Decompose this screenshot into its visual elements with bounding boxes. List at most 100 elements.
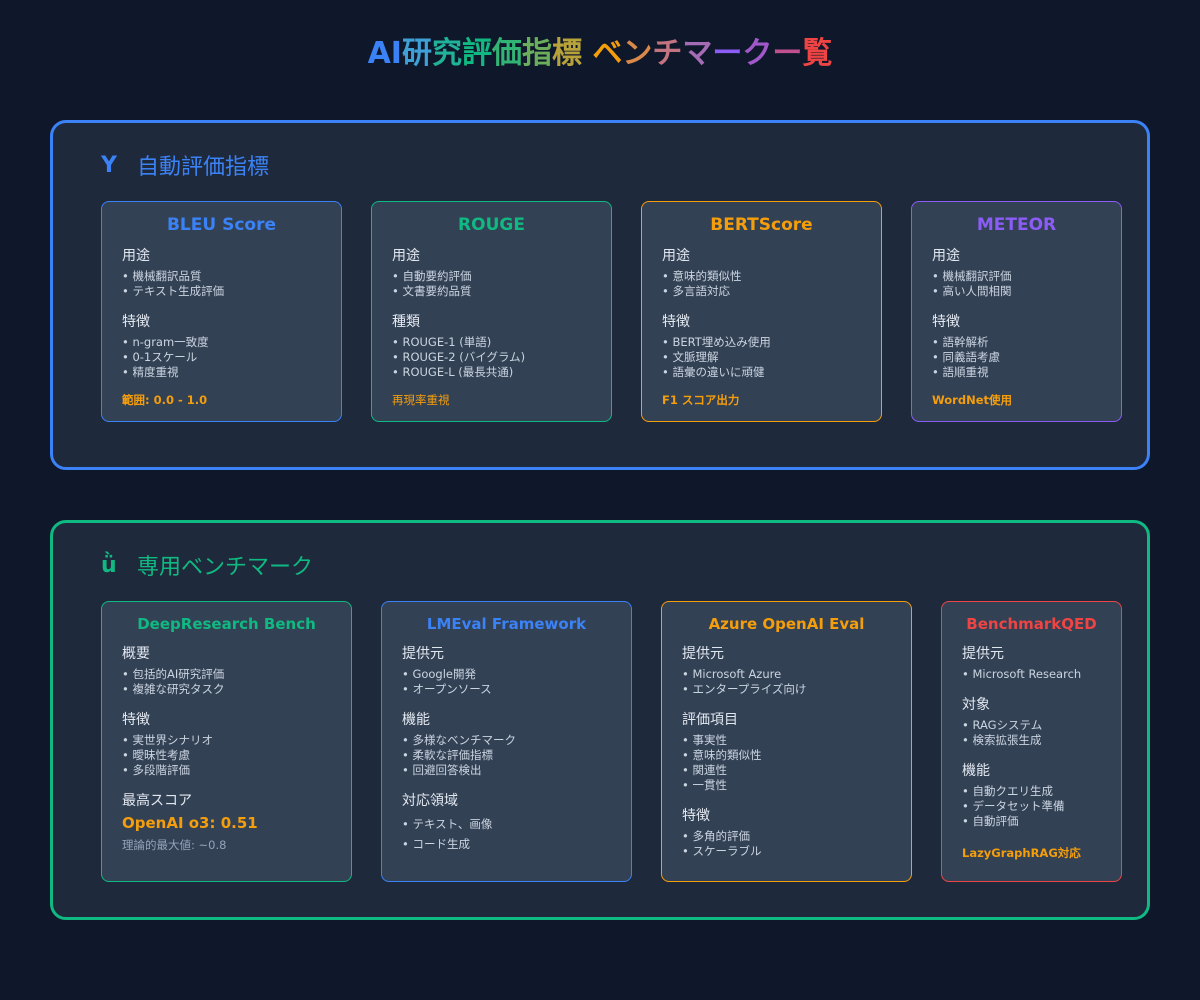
list-item: 多様なベンチマーク [402, 733, 611, 748]
section-title: 自動評価指標 [137, 155, 270, 180]
list-item: 回避回答検出 [402, 763, 611, 778]
list-item: 柔軟な評価指標 [402, 748, 611, 763]
list-item: 意味的類似性 [662, 269, 861, 284]
card-deepresearch-bench: DeepResearch Bench 概要 包括的AI研究評価 複雑な研究タスク… [101, 601, 352, 882]
title-segment: 指 [521, 36, 552, 71]
score-value: OpenAI o3: 0.51 [122, 814, 258, 832]
item-list: 事実性 意味的類似性 関連性 一貫性 [682, 733, 891, 793]
title-segment: ク [742, 36, 773, 71]
list-item: 高い人間相関 [932, 284, 1101, 299]
score-note: 理論的最大値: ~0.8 [122, 838, 227, 852]
section-dedicated-benchmarks: ǜ 専用ベンチマーク DeepResearch Bench 概要 包括的AI研究… [50, 520, 1150, 920]
list-item: 実世界シナリオ [122, 733, 331, 748]
group-label: 提供元 [682, 646, 724, 662]
card-title: BLEU Score [166, 215, 277, 235]
list-item: Microsoft Azure [682, 667, 891, 682]
item-list: Google開発 オープンソース [402, 667, 611, 697]
group-label: 用途 [662, 248, 690, 264]
list-item: 機械翻訳評価 [932, 269, 1101, 284]
section-automatic-metrics: Y 自動評価指標 BLEU Score 用途 機械翻訳品質 テキスト生成評価 特… [50, 120, 1150, 470]
list-item: 意味的類似性 [682, 748, 891, 763]
card-footer: LazyGraphRAG対応 [962, 846, 1081, 860]
title-segment: 研 [401, 36, 432, 71]
group-label: 特徴 [932, 314, 960, 330]
list-item: データセット準備 [962, 799, 1101, 814]
item-list: 実世界シナリオ 曖昧性考慮 多段階評価 [122, 733, 331, 778]
list-item: 機械翻訳品質 [122, 269, 321, 284]
title-segment: 評 [461, 36, 492, 71]
benchmark-icon: ǜ [101, 552, 117, 578]
list-item: 多段階評価 [122, 763, 331, 778]
item-list: 自動要約評価 文書要約品質 [392, 269, 591, 299]
card-lmeval-framework: LMEval Framework 提供元 Google開発 オープンソース 機能… [381, 601, 632, 882]
page-title: AI研究評価指標 ベンチマークー覧 [0, 28, 1200, 72]
item-list: 機械翻訳品質 テキスト生成評価 [122, 269, 321, 299]
item-list: 機械翻訳評価 高い人間相関 [932, 269, 1101, 299]
list-item: 自動クエリ生成 [962, 784, 1101, 799]
list-item: ROUGE-L (最長共通) [392, 365, 591, 380]
card-bleu-score: BLEU Score 用途 機械翻訳品質 テキスト生成評価 特徴 n-gram一… [101, 201, 342, 422]
group-label: 提供元 [402, 646, 444, 662]
item-list: 語幹解析 同義語考慮 語順重視 [932, 335, 1101, 380]
group-label: 概要 [122, 646, 150, 662]
title-segment: ー [712, 36, 743, 71]
title-segment: マ [682, 36, 713, 71]
item-list: RAGシステム 検索拡張生成 [962, 718, 1101, 748]
item-list: ROUGE-1 (単語) ROUGE-2 (バイグラム) ROUGE-L (最長… [392, 335, 591, 380]
section-title: 専用ベンチマーク [137, 555, 314, 580]
list-item: 同義語考慮 [932, 350, 1101, 365]
card-footer: WordNet使用 [932, 393, 1012, 407]
list-item: 曖昧性考慮 [122, 748, 331, 763]
section-header: ǜ 専用ベンチマーク [101, 549, 313, 581]
list-item: 自動要約評価 [392, 269, 591, 284]
card-title: Azure OpenAI Eval [708, 615, 865, 633]
item-list: 多角的評価 スケーラブル [682, 829, 891, 859]
item-list: 自動クエリ生成 データセット準備 自動評価 [962, 784, 1101, 829]
list-item: オープンソース [402, 682, 611, 697]
chart-icon: Y [101, 152, 117, 178]
list-item: 語幹解析 [932, 335, 1101, 350]
item-list: 包括的AI研究評価 複雑な研究タスク [122, 667, 331, 697]
item-list: 意味的類似性 多言語対応 [662, 269, 861, 299]
list-item: 事実性 [682, 733, 891, 748]
item-list: 多様なベンチマーク 柔軟な評価指標 回避回答検出 [402, 733, 611, 778]
list-item: n-gram一致度 [122, 335, 321, 350]
list-item: ROUGE-2 (バイグラム) [392, 350, 591, 365]
item-list: BERT埋め込み使用 文脈理解 語彙の違いに頑健 [662, 335, 861, 380]
list-item: 文書要約品質 [392, 284, 591, 299]
list-item: Microsoft Research [962, 667, 1101, 682]
card-bertscore: BERTScore 用途 意味的類似性 多言語対応 特徴 BERT埋め込み使用 … [641, 201, 882, 422]
card-title: METEOR [976, 215, 1057, 235]
list-item: Google開発 [402, 667, 611, 682]
card-azure-openai-eval: Azure OpenAI Eval 提供元 Microsoft Azure エン… [661, 601, 912, 882]
group-label: 機能 [962, 763, 990, 779]
card-benchmarkqed: BenchmarkQED 提供元 Microsoft Research 対象 R… [941, 601, 1122, 882]
group-label: 対応領域 [402, 793, 458, 809]
list-item: 文脈理解 [662, 350, 861, 365]
list-item: 関連性 [682, 763, 891, 778]
card-title: BenchmarkQED [966, 615, 1097, 633]
group-label: 特徴 [122, 314, 150, 330]
group-label: 対象 [962, 697, 990, 713]
list-item: 包括的AI研究評価 [122, 667, 331, 682]
group-label: 評価項目 [682, 712, 738, 728]
group-label: 特徴 [682, 808, 710, 824]
list-item: テキスト、画像 [402, 814, 611, 834]
group-label: 特徴 [662, 314, 690, 330]
item-list: n-gram一致度 0-1スケール 精度重視 [122, 335, 321, 380]
list-item: 一貫性 [682, 778, 891, 793]
list-item: エンタープライズ向け [682, 682, 891, 697]
card-footer: 範囲: 0.0 - 1.0 [122, 393, 208, 407]
list-item: 多言語対応 [662, 284, 861, 299]
title-segment: ン [622, 36, 653, 71]
card-title: DeepResearch Bench [137, 615, 316, 633]
list-item: 語順重視 [932, 365, 1101, 380]
card-title: BERTScore [710, 215, 813, 235]
list-item: コード生成 [402, 834, 611, 854]
list-item: BERT埋め込み使用 [662, 335, 861, 350]
group-label: 機能 [402, 712, 430, 728]
list-item: 自動評価 [962, 814, 1101, 829]
section-header: Y 自動評価指標 [101, 149, 269, 181]
card-title: LMEval Framework [426, 615, 587, 633]
